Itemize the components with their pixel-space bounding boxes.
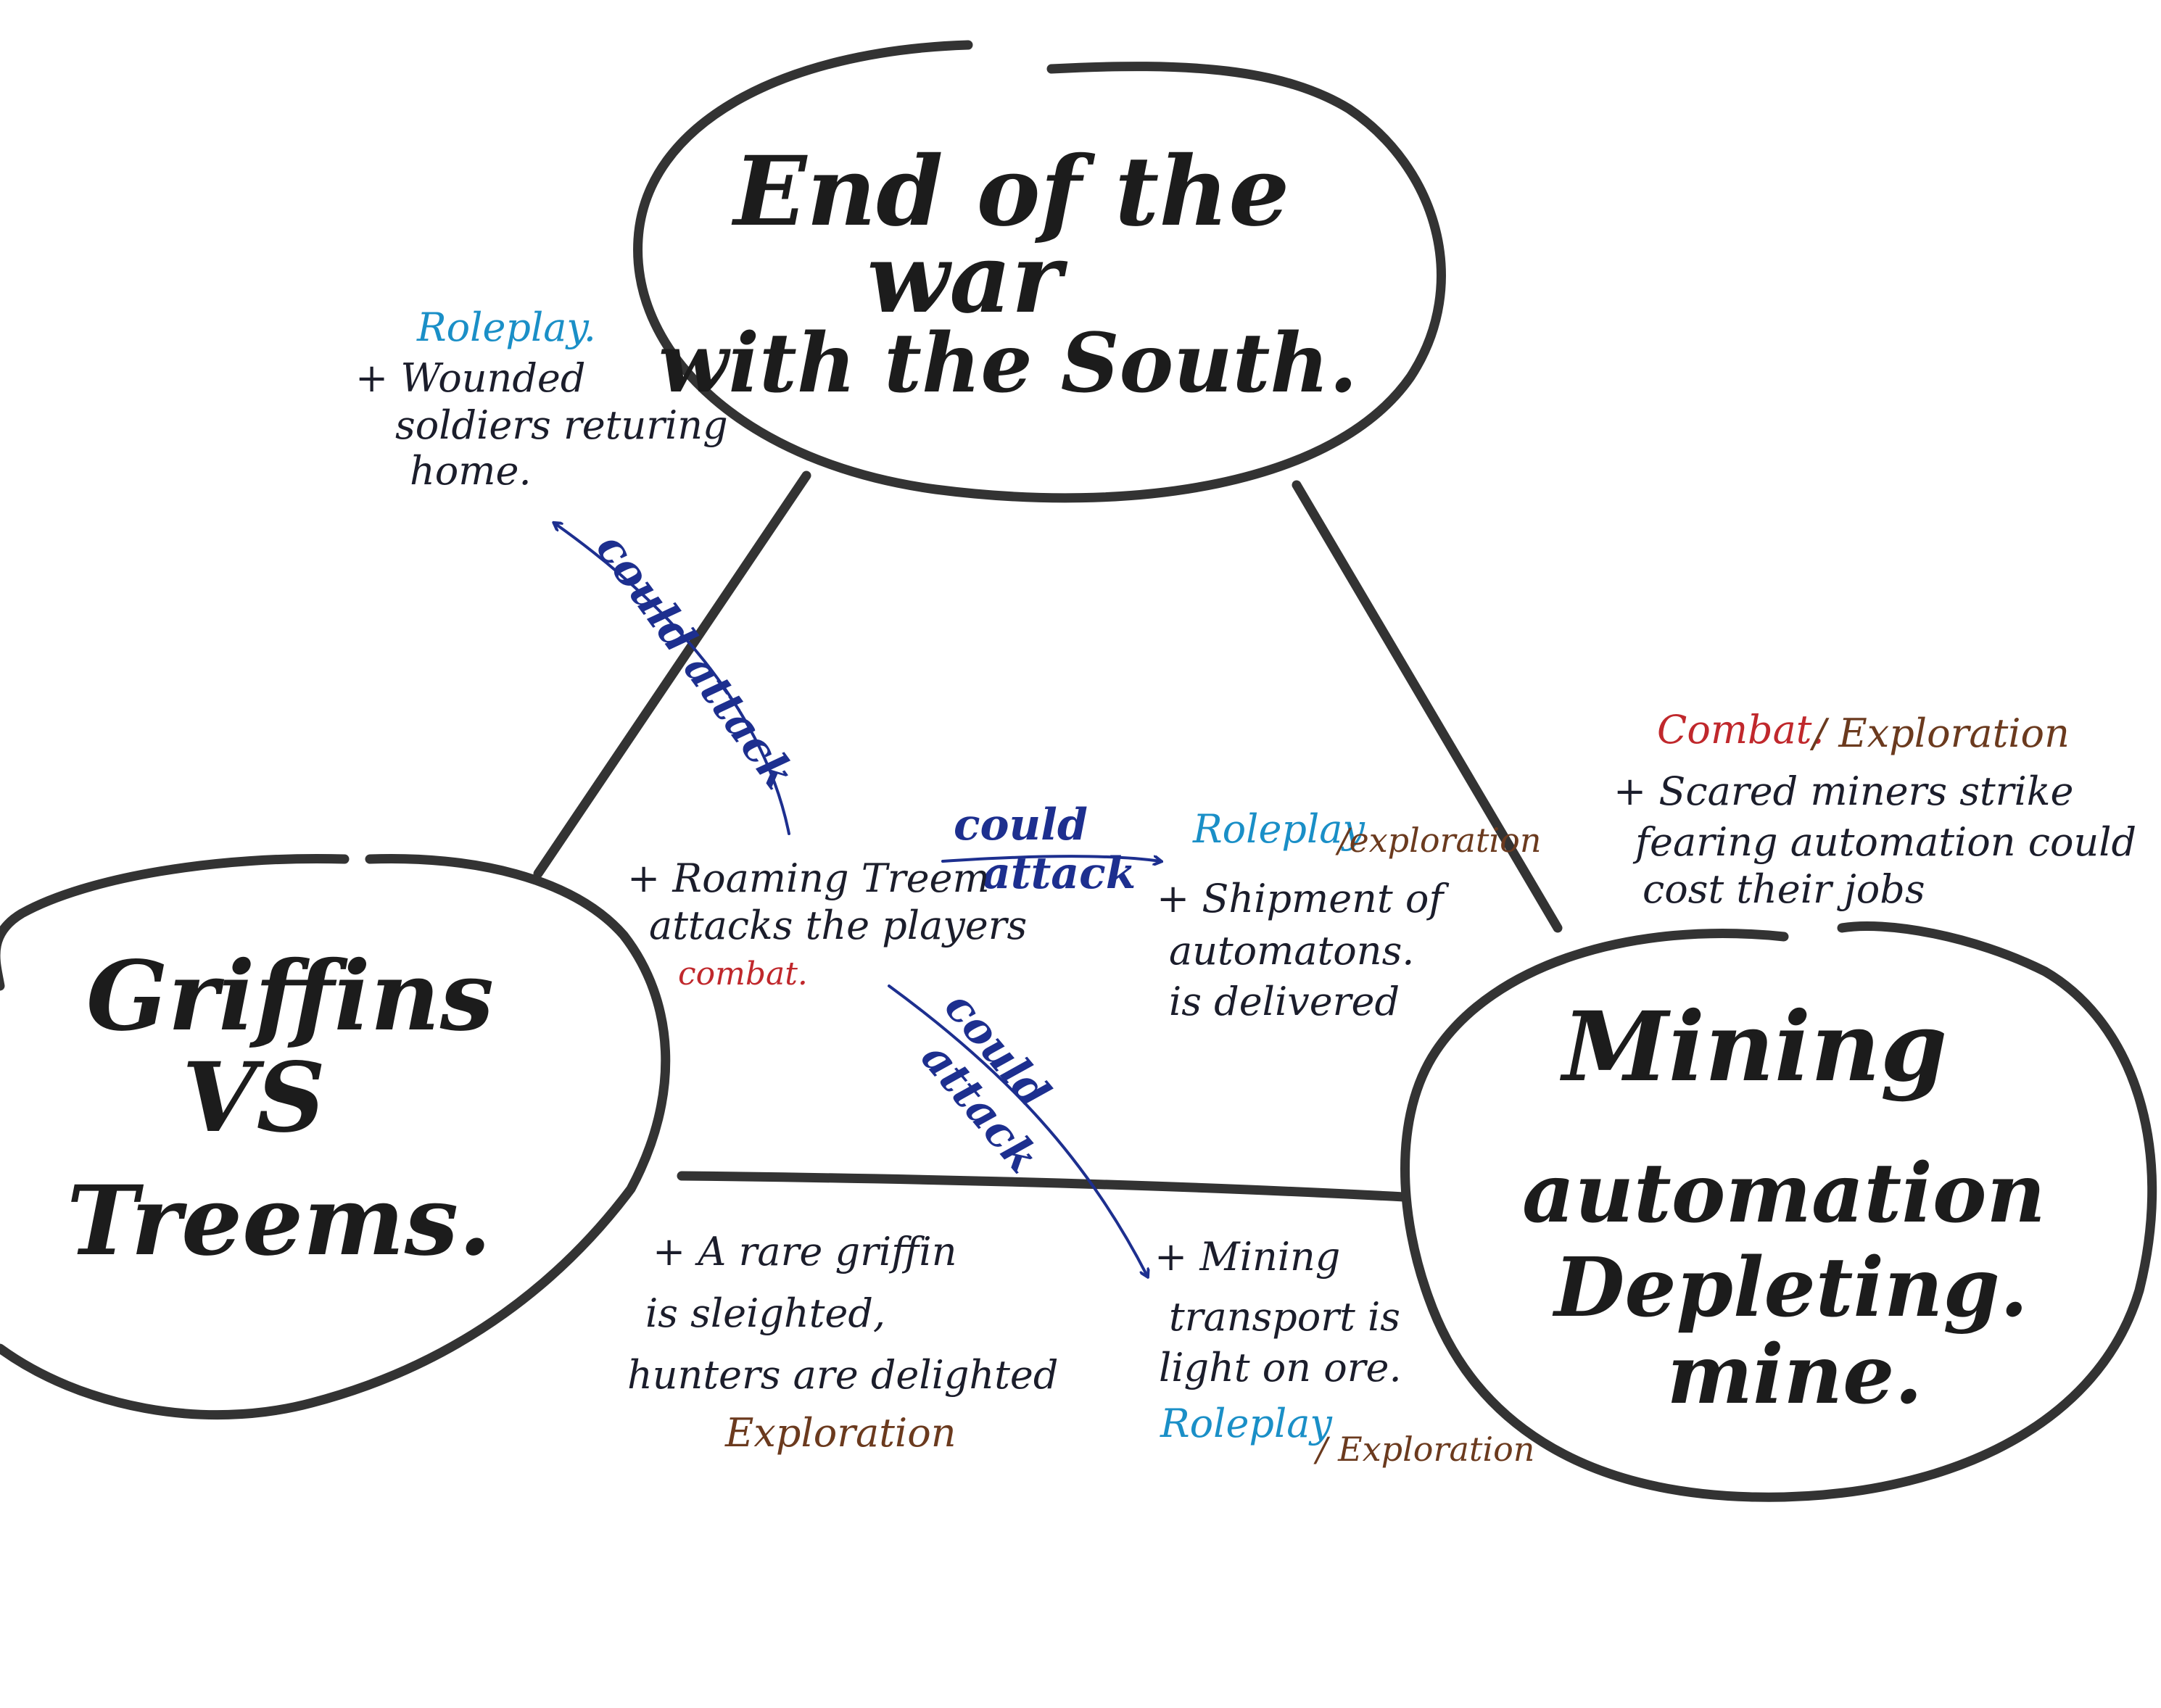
note-line: + Mining bbox=[1154, 1234, 1340, 1280]
note-tag-combat: Combat. bbox=[1657, 707, 1825, 753]
note-line: + Scared miners strike bbox=[1613, 768, 2073, 814]
node-title-line: Depleting. bbox=[1552, 1240, 2028, 1335]
note-roaming-treem: + Roaming Treem attacks the players comb… bbox=[627, 855, 1027, 992]
note-scared-miners: Combat. / Exploration + Scared miners st… bbox=[1613, 707, 2136, 912]
edge-label-to-shipment-line1: could bbox=[954, 800, 1088, 850]
node-circle-end-of-war bbox=[633, 40, 1446, 503]
note-line: + Wounded bbox=[355, 355, 585, 401]
note-line: hunters are delighted bbox=[627, 1352, 1058, 1398]
arrow-to-wounded bbox=[555, 523, 790, 835]
note-line: fearing automation could bbox=[1632, 819, 2136, 865]
note-line: soldiers returing bbox=[395, 402, 728, 448]
edge-griffins-mining bbox=[677, 1171, 1409, 1202]
note-line: cost their jobs bbox=[1643, 866, 1925, 912]
node-title-line: mine. bbox=[1667, 1327, 1923, 1422]
edge-war-mining bbox=[1292, 480, 1563, 933]
note-tag-exploration: / Exploration bbox=[1809, 710, 2070, 756]
note-tag-roleplay: Roleplay bbox=[1160, 1401, 1333, 1446]
node-title-line: automation bbox=[1522, 1146, 2046, 1241]
note-tag-exploration: / Exploration bbox=[1313, 1430, 1534, 1469]
note-line: is delivered bbox=[1169, 979, 1400, 1024]
node-title-line: VS bbox=[182, 1042, 326, 1154]
node-circle-mining bbox=[1400, 921, 2157, 1502]
note-line: attacks the players bbox=[649, 903, 1027, 948]
note-tag-roleplay: Roleplay. bbox=[416, 304, 596, 350]
note-shipment: Roleplay /exploration + Shipment of auto… bbox=[1157, 806, 1541, 1024]
note-rare-griffin: + A rare griffin is sleighted, hunters a… bbox=[627, 1229, 1058, 1456]
node-title-line: Treems. bbox=[67, 1165, 492, 1277]
arrow-to-transport bbox=[888, 984, 1147, 1276]
note-tag-combat: combat. bbox=[678, 955, 808, 992]
node-griffins-vs-treems: Griffins VS Treems. bbox=[67, 940, 494, 1277]
note-tag-exploration: Exploration bbox=[724, 1410, 956, 1456]
note-line: light on ore. bbox=[1159, 1345, 1402, 1390]
note-line: + Roaming Treem bbox=[627, 855, 990, 901]
note-line: transport is bbox=[1169, 1294, 1400, 1340]
node-title-line: Griffins bbox=[86, 940, 494, 1053]
edge-war-griffins bbox=[533, 470, 811, 879]
note-tag-exploration: /exploration bbox=[1335, 821, 1541, 860]
node-title-line: End of the bbox=[731, 136, 1290, 248]
note-wounded-soldiers: Roleplay. + Wounded soldiers returing ho… bbox=[355, 304, 728, 494]
note-mining-transport: + Mining transport is light on ore. Role… bbox=[1154, 1234, 1534, 1469]
edge-label-to-shipment-line2: attack bbox=[983, 848, 1136, 899]
note-line: automatons. bbox=[1169, 928, 1414, 974]
note-line: is sleighted, bbox=[645, 1290, 885, 1336]
node-circle-griffins bbox=[0, 853, 671, 1420]
note-line: home. bbox=[410, 448, 532, 494]
note-line: + Shipment of bbox=[1157, 876, 1449, 921]
node-title-line: Mining bbox=[1560, 991, 1948, 1103]
note-tag-roleplay: Roleplay bbox=[1192, 806, 1365, 852]
node-end-of-war: End of the war with the South. bbox=[658, 136, 1358, 411]
note-line: + A rare griffin bbox=[653, 1229, 956, 1274]
node-mining-automation: Mining automation Depleting. mine. bbox=[1522, 991, 2046, 1422]
arrow-to-shipment bbox=[941, 855, 1160, 861]
node-title-line: with the South. bbox=[658, 316, 1358, 411]
node-title-line: war bbox=[867, 223, 1068, 335]
